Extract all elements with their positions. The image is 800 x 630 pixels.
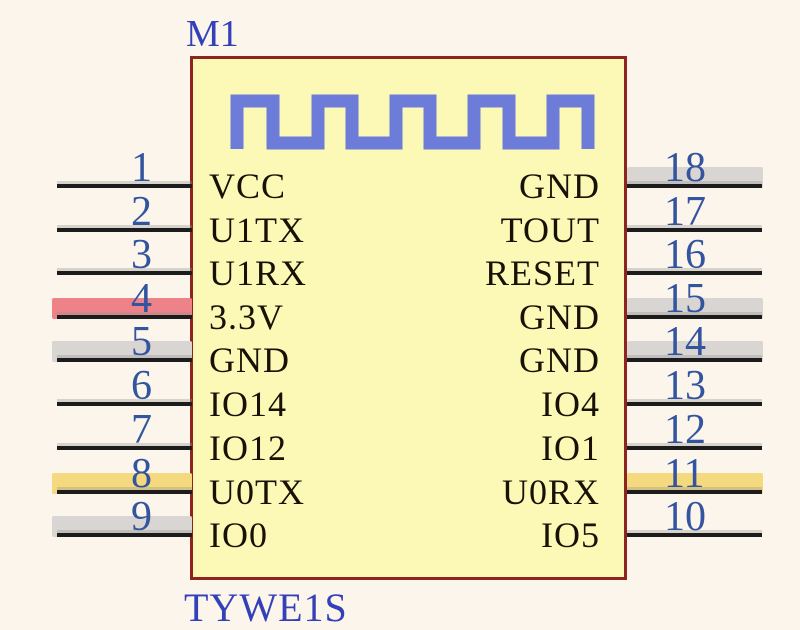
pin-wire	[627, 271, 762, 275]
pin-wire	[627, 315, 762, 319]
pin-row-left-7: 7	[52, 407, 192, 453]
pin-number: 13	[664, 363, 706, 409]
pin-wire	[627, 446, 762, 450]
pin-wire	[627, 184, 762, 188]
pin-highlight	[627, 167, 763, 188]
pin-label-io0: IO0	[209, 515, 268, 555]
pin-label-u1rx: U1RX	[209, 253, 308, 293]
pin-label-gnd-15: GND	[519, 297, 600, 337]
pin-wire	[57, 271, 192, 275]
pin-wire	[57, 446, 192, 450]
pin-number: 15	[664, 276, 706, 322]
pin-row-right-11: 11	[627, 451, 763, 497]
pin-row-right-14: 14	[627, 319, 763, 365]
pin-label-reset: RESET	[484, 253, 600, 293]
square-wave-antenna-icon	[230, 94, 595, 150]
pin-number: 3	[131, 232, 152, 278]
pin-row-right-13: 13	[627, 363, 763, 409]
pin-label-3v3: 3.3V	[209, 297, 284, 337]
pin-wire	[57, 228, 192, 232]
pin-highlight	[52, 473, 192, 494]
pin-wire	[57, 315, 192, 319]
pin-label-gnd-14: GND	[519, 340, 600, 380]
pin-number: 11	[664, 451, 705, 497]
pin-highlight	[52, 516, 192, 537]
pin-highlight	[627, 473, 763, 494]
pin-label-u0rx: U0RX	[501, 472, 600, 512]
pin-number: 18	[664, 145, 706, 191]
pin-row-right-16: 16	[627, 232, 763, 278]
pin-label-io14: IO14	[209, 384, 287, 424]
component-part-label: TYWE1S	[184, 585, 348, 630]
pin-number: 2	[131, 189, 152, 235]
pin-number: 16	[664, 232, 706, 278]
pin-label-io12: IO12	[209, 428, 287, 468]
pin-row-left-4: 4	[52, 276, 192, 322]
pin-number: 1	[131, 145, 152, 191]
pin-number: 14	[664, 319, 706, 365]
pin-wire	[627, 358, 762, 362]
pin-label-gnd-18: GND	[519, 166, 600, 206]
pin-wire	[627, 490, 762, 494]
pin-label-io5: IO5	[541, 515, 600, 555]
pin-number: 7	[131, 407, 152, 453]
pin-row-left-8: 8	[52, 451, 192, 497]
pin-row-right-10: 10	[627, 494, 763, 540]
pin-wire	[627, 533, 762, 537]
pin-row-right-17: 17	[627, 189, 763, 235]
pin-row-left-6: 6	[52, 363, 192, 409]
pin-row-left-5: 5	[52, 319, 192, 365]
pin-number: 4	[131, 276, 152, 322]
pin-label-vcc: VCC	[209, 166, 287, 206]
pin-row-right-18: 18	[627, 145, 763, 191]
pin-label-tout: TOUT	[500, 210, 600, 250]
pin-number: 12	[664, 407, 706, 453]
component-designator: M1	[186, 13, 239, 55]
pin-row-left-2: 2	[52, 189, 192, 235]
pin-row-right-12: 12	[627, 407, 763, 453]
pin-number: 6	[131, 363, 152, 409]
pin-wire	[57, 358, 192, 362]
pin-wire	[57, 533, 192, 537]
pin-highlight	[52, 341, 192, 362]
pin-wire	[57, 184, 192, 188]
pin-number: 8	[131, 451, 152, 497]
pin-number: 17	[664, 189, 706, 235]
pin-highlight	[627, 341, 763, 362]
pin-label-u1tx: U1TX	[209, 210, 305, 250]
pin-highlight	[52, 298, 192, 319]
pin-wire	[57, 490, 192, 494]
pin-row-left-9: 9	[52, 494, 192, 540]
pin-label-io1: IO1	[541, 428, 600, 468]
pin-label-u0tx: U0TX	[209, 472, 305, 512]
pin-row-left-3: 3	[52, 232, 192, 278]
pin-wire	[627, 402, 762, 406]
pin-row-left-1: 1	[52, 145, 192, 191]
pin-number: 10	[664, 494, 706, 540]
pin-label-gnd-5: GND	[209, 340, 290, 380]
pin-label-io4: IO4	[541, 384, 600, 424]
pin-row-right-15: 15	[627, 276, 763, 322]
pin-highlight	[627, 298, 763, 319]
pin-number: 9	[131, 494, 152, 540]
pin-wire	[627, 228, 762, 232]
pin-wire	[57, 402, 192, 406]
pin-number: 5	[131, 319, 152, 365]
